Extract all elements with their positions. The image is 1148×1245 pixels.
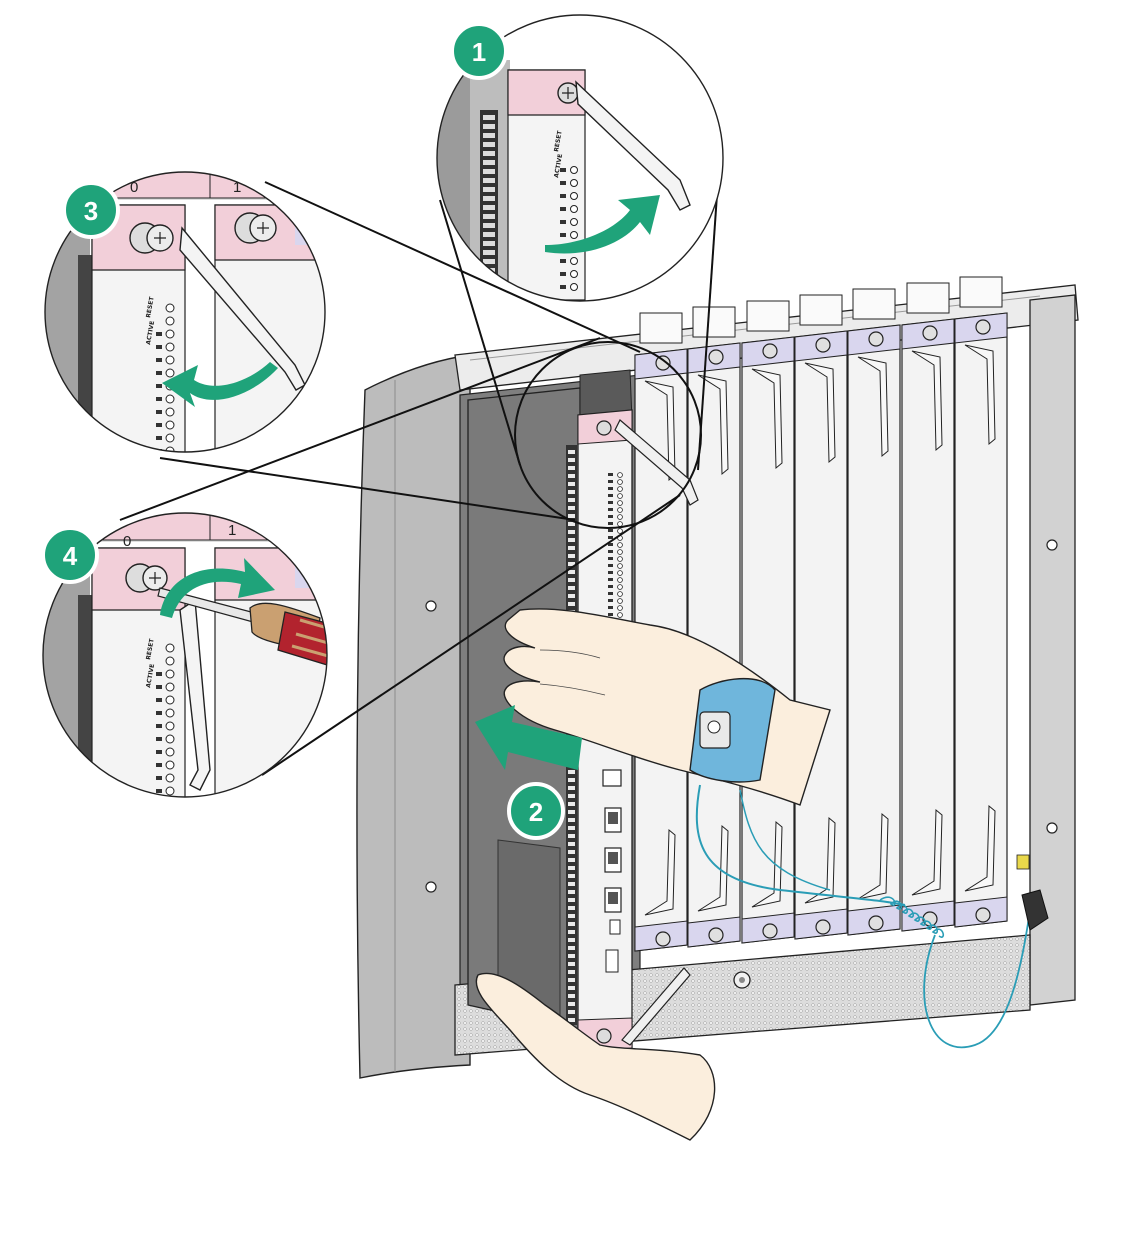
zoom4-active-label: ACTIVE	[145, 663, 156, 688]
svg-text:1: 1	[472, 37, 486, 67]
zoom3-slot-label-0: 0	[130, 179, 138, 196]
lever-close-icon	[162, 362, 278, 407]
zoom4-slot-label-0: 0	[123, 533, 131, 550]
installed-card	[847, 288, 901, 936]
step-badge-3: 3	[62, 181, 120, 239]
right-hand	[503, 608, 831, 806]
insert-arrow-icon	[475, 705, 582, 770]
installed-card	[794, 294, 848, 940]
step-badge-1: 1	[450, 22, 508, 80]
installed-card	[901, 282, 955, 932]
rotate-arrow-icon	[160, 558, 275, 618]
zoom1-reset-label: RESET	[553, 129, 564, 152]
installed-card	[687, 306, 741, 948]
zoom3-slot-label-1: 1	[233, 179, 241, 196]
installed-card	[741, 300, 795, 944]
zoom3-active-label: ACTIVE	[145, 320, 156, 345]
zoom1-active-label: ACTIVE	[553, 153, 564, 178]
esd-wrist-strap	[695, 784, 1049, 1048]
svg-text:3: 3	[84, 196, 98, 226]
left-hand	[475, 972, 716, 1141]
step-badges: 1 2 3 4	[41, 22, 565, 840]
lever-open-icon	[545, 195, 660, 254]
installed-cards	[634, 276, 1008, 952]
svg-text:2: 2	[529, 797, 543, 827]
zoom3-reset-label: RESET	[145, 295, 156, 318]
step-badge-4: 4	[41, 526, 99, 584]
svg-text:4: 4	[63, 541, 78, 571]
zoom-leader-lines	[119, 179, 719, 776]
installed-card	[954, 276, 1008, 928]
zoom4-reset-label: RESET	[145, 637, 156, 660]
zoom4-slot-label-1: 1	[228, 522, 236, 539]
step-badge-2: 2	[507, 782, 565, 840]
